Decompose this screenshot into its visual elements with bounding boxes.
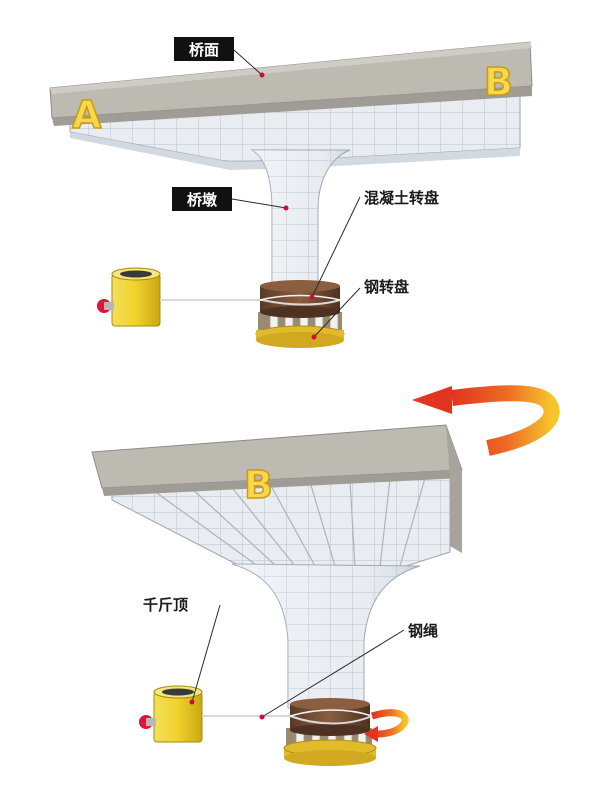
label-steel-turntable: 钢转盘	[364, 278, 409, 296]
bottom-pier	[231, 563, 421, 709]
top-callouts	[231, 49, 361, 340]
top-pier	[250, 149, 351, 289]
label-concrete-turntable: 混凝土转盘	[364, 189, 439, 207]
rotation-arrow-small	[364, 709, 409, 742]
bottom-scene: B	[91, 424, 463, 766]
rotation-arrow-large	[412, 385, 560, 456]
bottom-cable	[202, 715, 373, 725]
bottom-callouts	[189, 604, 405, 720]
marker-b-bottom: B	[244, 463, 273, 507]
top-deck-slab	[49, 41, 533, 126]
label-deck: 桥面	[174, 37, 234, 61]
bottom-turntable	[283, 698, 377, 766]
top-scene: A B	[49, 37, 533, 348]
marker-a-top: A	[72, 93, 102, 137]
label-jack: 千斤顶	[143, 596, 188, 614]
label-pier: 桥墩	[172, 187, 232, 211]
top-jack	[97, 267, 161, 327]
bottom-jack	[139, 685, 203, 743]
bottom-deck-slab	[91, 424, 463, 553]
top-turntable	[255, 280, 345, 348]
marker-b-top: B	[484, 60, 513, 104]
label-deck-text: 桥面	[189, 41, 219, 59]
label-steel-cable: 钢绳	[408, 622, 438, 640]
label-pier-text: 桥墩	[187, 191, 218, 209]
